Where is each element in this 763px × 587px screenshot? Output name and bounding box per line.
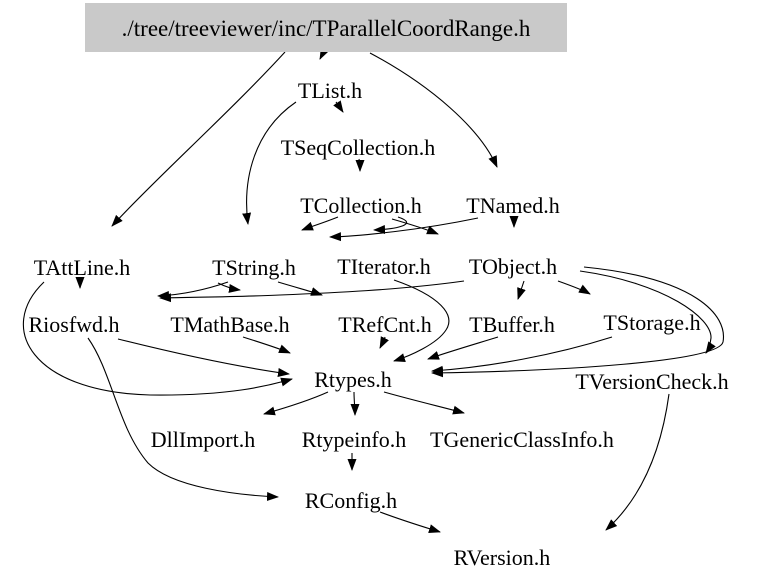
- edge-tobject-riosfwd: [159, 280, 465, 303]
- node-tversioncheck[interactable]: TVersionCheck.h: [575, 369, 728, 394]
- node-tlist[interactable]: TList.h: [298, 78, 362, 103]
- edge-riosfwd-rtypes: [117, 338, 290, 377]
- node-titerator[interactable]: TIterator.h: [337, 254, 430, 279]
- node-tgenericclassinfo[interactable]: TGenericClassInfo.h: [430, 427, 614, 452]
- edge-rconfig-rversion: [379, 511, 441, 534]
- edge-root-tnamed: [369, 52, 498, 168]
- edge-tmathbase-rtypes: [242, 336, 291, 354]
- node-tbuffer[interactable]: TBuffer.h: [469, 312, 555, 337]
- edge-root-tattline: [111, 51, 286, 227]
- node-rtypeinfo[interactable]: Rtypeinfo.h: [302, 427, 407, 452]
- edge-tobject-tversioncheck: [579, 270, 716, 354]
- node-tparallelcoordrange[interactable]: ./tree/treeviewer/inc/TParallelCoordRang…: [122, 16, 531, 41]
- edge-tattline-riosfwd: [75, 276, 85, 289]
- node-tattline[interactable]: TAttLine.h: [34, 255, 131, 280]
- edge-rtypes-dllimport: [263, 391, 329, 416]
- edge-tlist-tseqcollection: [333, 100, 344, 113]
- node-tobject[interactable]: TObject.h: [469, 254, 557, 279]
- edge-tattline-rtypes: [22, 281, 293, 396]
- edge-root-tlist: [319, 47, 329, 60]
- node-dllimport[interactable]: DllImport.h: [151, 427, 256, 452]
- node-tstorage[interactable]: TStorage.h: [603, 310, 700, 335]
- edge-tobject-tstorage: [557, 280, 591, 295]
- node-trefcnt[interactable]: TRefCnt.h: [338, 312, 432, 337]
- edge-tnamed-tobject: [509, 215, 519, 228]
- edge-tobject-tbuffer: [517, 280, 526, 300]
- edge-titerator-rtypes: [393, 279, 450, 363]
- node-tcollection[interactable]: TCollection.h: [300, 193, 422, 218]
- edge-group: [22, 47, 725, 534]
- edge-riosfwd-rconfig: [87, 337, 279, 501]
- node-riosfwd[interactable]: Riosfwd.h: [28, 312, 119, 337]
- edge-tseqcollection-tcollection: [355, 158, 365, 172]
- edge-tcollection-titerator: [373, 216, 407, 235]
- edge-tstring-trefcnt: [277, 281, 323, 296]
- node-rversion[interactable]: RVersion.h: [454, 545, 551, 570]
- edge-tstorage-rtypes: [431, 336, 613, 375]
- edge-tcollection-tstring: [301, 216, 339, 231]
- node-rtypes[interactable]: Rtypes.h: [314, 367, 392, 392]
- node-tseqcollection[interactable]: TSeqCollection.h: [281, 135, 436, 160]
- edge-tobject-rtypes: [431, 266, 725, 378]
- edge-tversioncheck-rversion: [605, 393, 670, 531]
- edge-tnamed-tstring: [329, 217, 479, 242]
- edge-rtypes-rtypeinfo: [350, 391, 360, 416]
- root-node-box: [85, 3, 567, 52]
- node-tstring[interactable]: TString.h: [212, 255, 296, 280]
- edge-tstring-tmathbase: [217, 282, 241, 293]
- edge-tlist-tstring: [242, 101, 297, 225]
- edge-tcollection-tobject: [391, 218, 439, 235]
- edge-trefcnt-rtypes: [379, 336, 389, 349]
- node-tmathbase[interactable]: TMathBase.h: [170, 312, 289, 337]
- edge-tbuffer-rtypes: [427, 336, 499, 360]
- node-tnamed[interactable]: TNamed.h: [466, 193, 559, 218]
- node-rconfig[interactable]: RConfig.h: [305, 488, 397, 513]
- edge-rtypes-tgenericclassinfo: [383, 391, 465, 415]
- edge-tstring-riosfwd: [157, 281, 229, 300]
